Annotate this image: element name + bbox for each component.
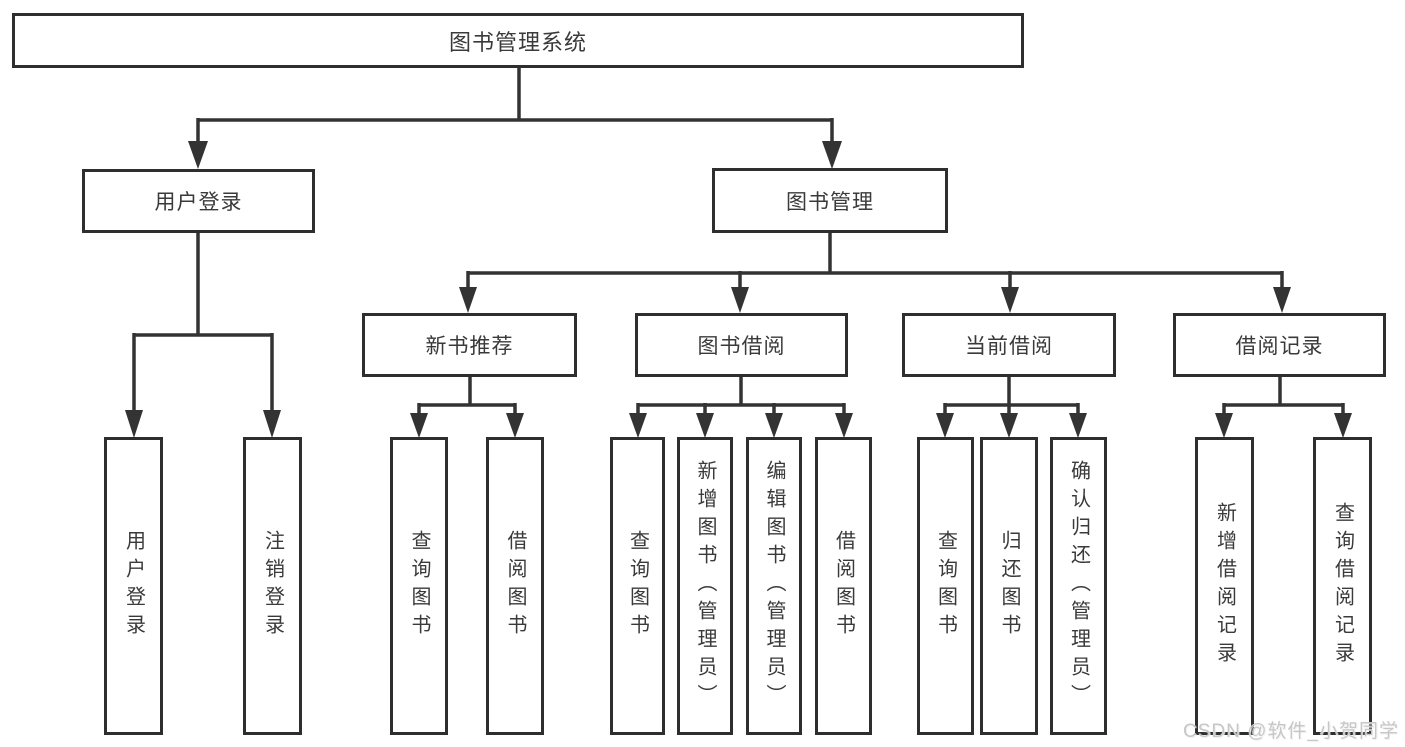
leaf-current-query-books: 查询图书 (917, 437, 974, 735)
leaf-user-login: 用户登录 (104, 437, 163, 735)
leaf-edit-books-admin-label: 编辑图书（管理员） (763, 460, 785, 712)
node-current-borrowing: 当前借阅 (902, 313, 1116, 377)
node-new-book-recommendation: 新书推荐 (362, 313, 577, 377)
leaf-recommend-borrow-books-label: 借阅图书 (504, 530, 526, 642)
node-root-label: 图书管理系统 (448, 29, 587, 55)
leaf-confirm-return-admin-label: 确认归还（管理员） (1067, 460, 1090, 712)
leaf-current-query-books-label: 查询图书 (934, 530, 957, 642)
leaf-add-books-admin-label: 新增图书（管理员） (694, 460, 716, 712)
leaf-user-login-label: 用户登录 (122, 530, 145, 642)
node-user-login-label: 用户登录 (154, 191, 243, 214)
leaf-add-books-admin: 新增图书（管理员） (677, 437, 733, 735)
leaf-return-books-label: 归还图书 (998, 530, 1020, 642)
node-book-management: 图书管理 (712, 168, 948, 233)
node-new-book-recommendation-label: 新书推荐 (425, 335, 514, 358)
leaf-add-borrow-record: 新增借阅记录 (1195, 437, 1254, 735)
node-book-borrowing-label: 图书借阅 (697, 335, 786, 358)
arrowhead-group (125, 141, 1352, 438)
leaf-return-books: 归还图书 (980, 437, 1038, 735)
leaf-edit-books-admin: 编辑图书（管理员） (746, 437, 802, 735)
leaf-borrowing-query-books-label: 查询图书 (626, 530, 649, 642)
leaf-recommend-borrow-books: 借阅图书 (486, 437, 544, 735)
leaf-recommend-query-books: 查询图书 (390, 437, 448, 735)
node-current-borrowing-label: 当前借阅 (965, 335, 1053, 358)
leaf-confirm-return-admin: 确认归还（管理员） (1050, 437, 1107, 735)
leaf-logout: 注销登录 (243, 437, 302, 735)
leaf-query-borrow-record: 查询借阅记录 (1313, 437, 1372, 735)
csdn-watermark: CSDN @软件_小贺同学 (1183, 721, 1399, 742)
leaf-borrow-books: 借阅图书 (815, 437, 872, 735)
node-user-login: 用户登录 (82, 169, 315, 233)
node-book-borrowing: 图书借阅 (635, 313, 848, 377)
node-book-management-label: 图书管理 (786, 190, 874, 214)
node-borrowing-records: 借阅记录 (1173, 313, 1386, 377)
leaf-borrowing-query-books: 查询图书 (610, 437, 665, 735)
node-root: 图书管理系统 (12, 13, 1024, 68)
leaf-add-borrow-record-label: 新增借阅记录 (1213, 502, 1236, 670)
leaf-recommend-query-books-label: 查询图书 (408, 530, 430, 642)
leaf-query-borrow-record-label: 查询借阅记录 (1331, 502, 1354, 670)
leaf-logout-label: 注销登录 (261, 530, 284, 642)
node-borrowing-records-label: 借阅记录 (1235, 335, 1324, 358)
leaf-borrow-books-label: 借阅图书 (832, 530, 855, 642)
